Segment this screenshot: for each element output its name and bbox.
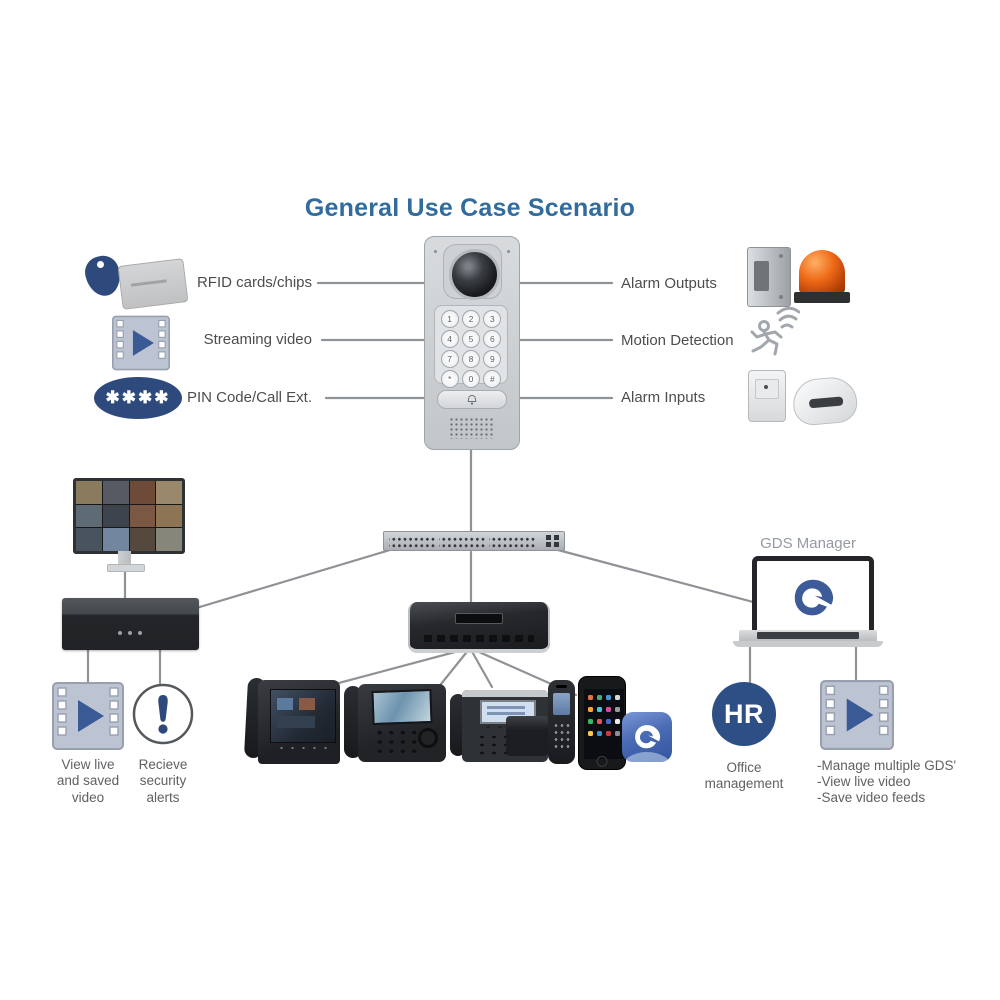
grandstream-logo-icon (794, 579, 834, 616)
video-ip-phone (243, 676, 340, 764)
page-title: General Use Case Scenario (304, 194, 636, 222)
keypad-key[interactable]: 9 (483, 350, 502, 368)
door-camera-dome-icon (449, 249, 500, 300)
hr-badge: HR (712, 682, 776, 746)
door-keypad: 1 2 3 4 5 6 7 8 9 * 0 # (434, 305, 508, 388)
door-strike-icon (747, 247, 791, 307)
video-phone-screen (270, 689, 336, 743)
gds-manager-label: GDS Manager (760, 535, 856, 552)
monitor-stand (118, 551, 131, 565)
door-camera-bezel (443, 244, 502, 300)
bell-icon (467, 394, 477, 405)
pir-sensor-large-icon (791, 375, 859, 427)
network-switch (383, 531, 565, 551)
streaming-video-icon (112, 315, 170, 371)
feature-label-rfid: RFID cards/chips (196, 274, 312, 291)
feature-label-motion-detection: Motion Detection (621, 332, 734, 349)
pin-stars: ✱✱✱✱ (105, 388, 171, 407)
keypad-key[interactable]: 0 (461, 370, 480, 388)
gds-capabilities-label: -Manage multiple GDS' -View live video -… (817, 758, 957, 806)
pin-code-icon: ✱✱✱✱ (94, 377, 182, 419)
feature-label-alarm-outputs: Alarm Outputs (621, 275, 717, 292)
laptop-base-lip (733, 641, 883, 647)
desk-ip-phone-large (344, 682, 446, 762)
hr-badge-text: HR (724, 698, 764, 729)
keypad-key[interactable]: 3 (483, 310, 502, 328)
speaker-grille-icon (449, 417, 493, 439)
dect-screen (553, 693, 570, 715)
keypad-key[interactable]: * (440, 370, 459, 388)
grandstream-logo-icon (635, 725, 661, 749)
security-alerts-label: Recieve security alerts (138, 757, 188, 805)
nvr-recorder (62, 598, 199, 650)
alarm-beacon-icon (799, 250, 845, 294)
surveillance-monitor (73, 478, 185, 554)
keypad-key[interactable]: # (483, 370, 502, 388)
dect-handset (548, 680, 575, 764)
feature-label-alarm-inputs: Alarm Inputs (621, 389, 706, 406)
keypad-key[interactable]: 5 (461, 330, 480, 348)
rfid-fob-hole (97, 261, 104, 268)
smartphone (578, 676, 626, 770)
rfid-card-icon (117, 258, 189, 310)
pir-sensor-small-icon (748, 370, 786, 422)
ip-pbx-router (408, 602, 550, 653)
laptop-base (739, 630, 877, 642)
home-button (596, 756, 608, 767)
keypad-key[interactable]: 7 (440, 350, 459, 368)
view-video-label: View live and saved video (56, 757, 120, 805)
keypad-key[interactable]: 1 (440, 310, 459, 328)
feature-label-pin: PIN Code/Call Ext. (186, 389, 312, 406)
manage-video-icon (820, 680, 894, 750)
view-video-icon (52, 682, 124, 750)
monitor-stand-base (107, 564, 145, 572)
running-man-icon (750, 306, 800, 356)
ata-base-station (506, 716, 548, 756)
security-alert-icon (132, 683, 194, 745)
rfid-icon-group (80, 242, 190, 310)
gs-wave-app-icon (622, 712, 672, 762)
keypad-key[interactable]: 2 (461, 310, 480, 328)
feature-label-streaming: Streaming video (203, 331, 312, 348)
keypad-key[interactable]: 8 (461, 350, 480, 368)
alarm-beacon-base (794, 292, 850, 303)
desk-phone-color-screen (371, 688, 433, 726)
doorbell-button[interactable] (437, 390, 507, 409)
laptop-screen (752, 556, 874, 640)
keypad-key[interactable]: 6 (483, 330, 502, 348)
office-management-label: Office management (704, 760, 784, 792)
smartphone-screen (584, 689, 624, 759)
gds-door-station: 1 2 3 4 5 6 7 8 9 * 0 # (424, 236, 520, 450)
keypad-key[interactable]: 4 (440, 330, 459, 348)
camera-feed-grid (76, 481, 182, 551)
